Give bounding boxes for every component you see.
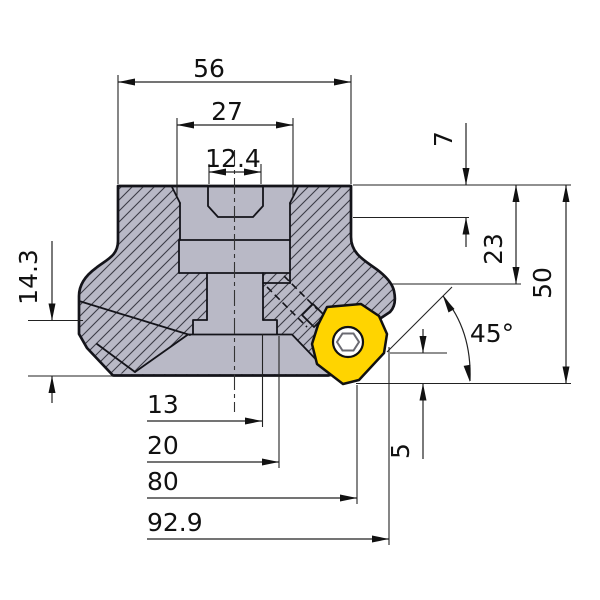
dim-offset-2: 20 — [147, 336, 280, 468]
dim-offset-1: 13 — [147, 334, 264, 427]
dim-label-20: 20 — [147, 431, 179, 460]
chamfer-inner-line — [96, 343, 136, 373]
dim-counterbore-width: 27 — [176, 97, 294, 197]
counterbore-chamfer-right — [289, 186, 299, 204]
counterbore-chamfer-left — [171, 186, 181, 204]
bore-void — [116, 187, 328, 375]
body-outline — [77, 184, 397, 377]
dim-label-14-3: 14.3 — [14, 249, 43, 305]
dim-lead-angle: 45° — [386, 286, 514, 382]
dim-max-diameter: 92.9 — [147, 347, 390, 545]
dim-label-13: 13 — [147, 390, 179, 419]
dim-slot-width: 12.4 — [205, 144, 262, 184]
flange-cone-line — [78, 300, 191, 336]
screw-hole-dash-2 — [283, 275, 318, 310]
dim-label-5: 5 — [386, 443, 415, 459]
dim-cutting-diameter: 80 — [147, 385, 358, 504]
dim-label-23: 23 — [479, 233, 508, 265]
dimensions: 56 27 12.4 7 — [14, 54, 571, 545]
dim-tip-drop: 5 — [386, 329, 427, 459]
cone-recess — [134, 333, 329, 373]
dim-label-56: 56 — [193, 54, 225, 83]
dim-overall-height: 50 — [356, 185, 571, 385]
hex-socket-icon — [335, 332, 361, 352]
dim-slot-depth: 7 — [353, 123, 571, 247]
dim-label-45deg: 45° — [470, 319, 514, 348]
dim-label-80: 80 — [147, 467, 179, 496]
dim-overall-width: 56 — [117, 54, 352, 184]
dim-label-92-9: 92.9 — [147, 508, 203, 537]
dim-label-27: 27 — [211, 97, 243, 126]
insert — [310, 302, 389, 386]
dim-label-50: 50 — [528, 267, 557, 299]
dim-label-7: 7 — [429, 131, 458, 147]
dim-flange-height: 14.3 — [14, 241, 114, 403]
dim-label-12-4: 12.4 — [205, 144, 261, 173]
dim-shoulder-depth: 23 — [392, 185, 521, 285]
screw-hole-dash-1 — [266, 286, 308, 328]
recess-step — [192, 319, 278, 335]
